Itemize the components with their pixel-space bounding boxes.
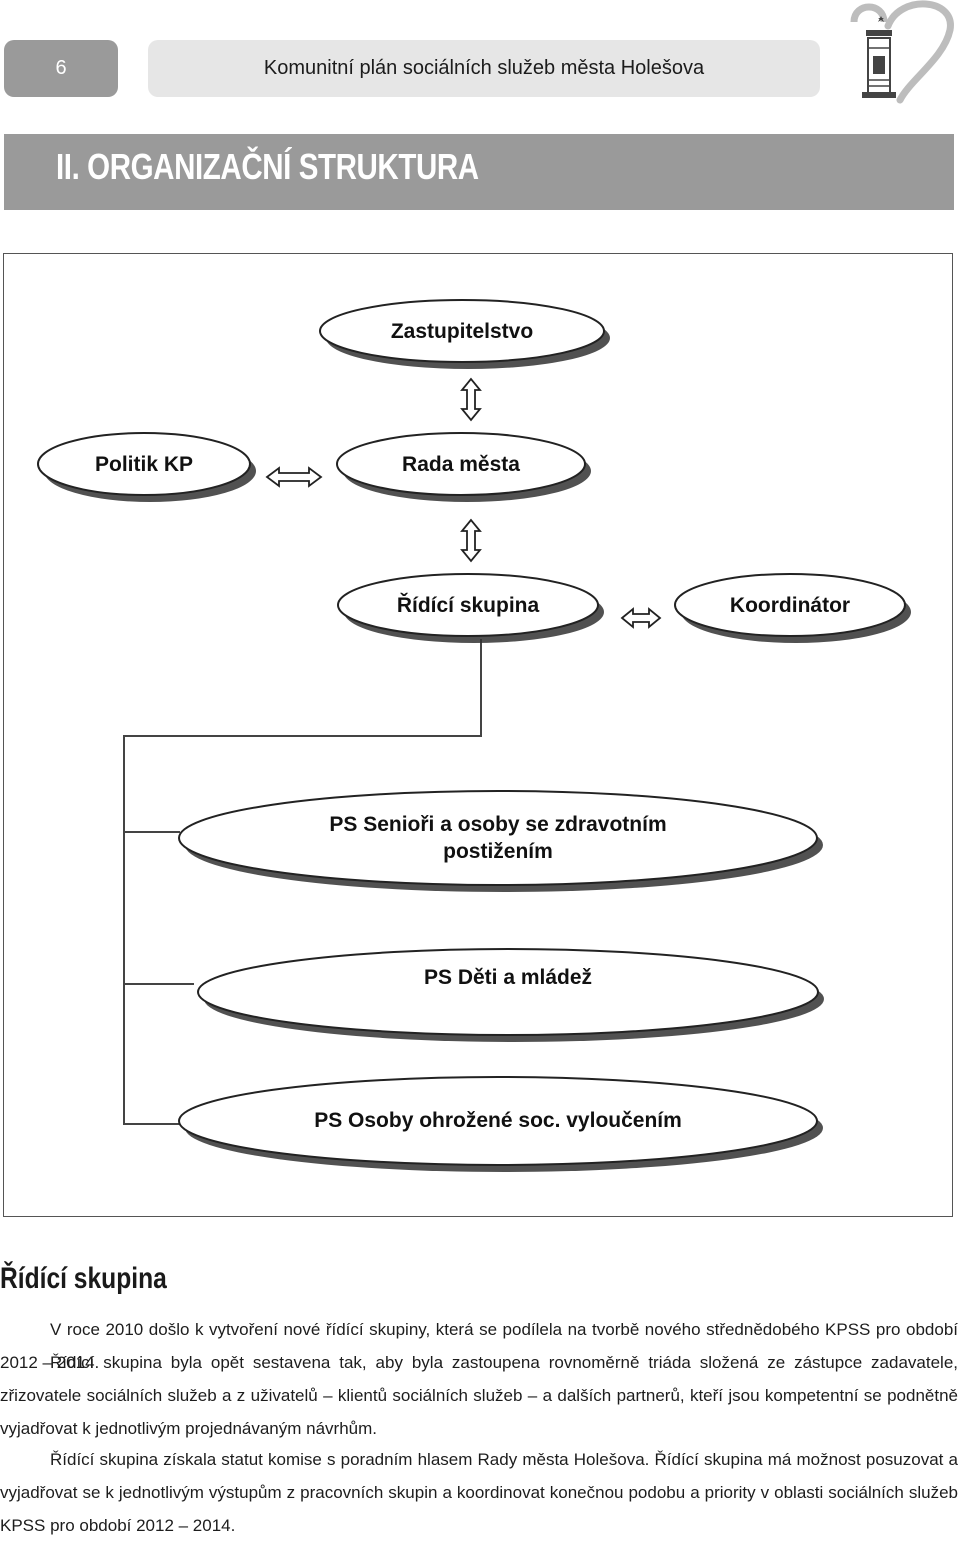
- rada-label: Rada města: [402, 452, 520, 476]
- ps-deti-node: [197, 948, 824, 1042]
- page-number: 6: [4, 40, 118, 97]
- chapter-banner: II. ORGANIZAČNÍ STRUKTURA: [4, 134, 954, 210]
- rada-node: [336, 432, 591, 502]
- org-chart-graphics: [37, 299, 911, 1172]
- koordinator-node: [674, 573, 911, 643]
- ps-osoby-label: PS Osoby ohrožené soc. vyloučením: [314, 1108, 682, 1132]
- politik-node: [37, 432, 256, 502]
- politik-label: Politik KP: [94, 452, 194, 476]
- zastupitelstvo-label: Zastupitelstvo: [390, 319, 534, 343]
- paragraph-2-text: Řídící skupina byla opět sestavena tak, …: [0, 1353, 958, 1438]
- connector-lines: [123, 639, 482, 1125]
- section-heading: Řídící skupina: [0, 1262, 167, 1295]
- holesov-logo-icon: [850, 0, 954, 104]
- paragraph-3: Řídící skupina získala statut komise s p…: [0, 1443, 958, 1542]
- ridici-node: [337, 573, 604, 643]
- koordinator-label: Koordinátor: [729, 593, 851, 617]
- document-title: Komunitní plán sociálních služeb města H…: [148, 40, 820, 97]
- ps-osoby-node: [178, 1076, 823, 1172]
- paragraph-3-text: Řídící skupina získala statut komise s p…: [0, 1450, 958, 1535]
- paragraph-2: Řídící skupina byla opět sestavena tak, …: [0, 1346, 958, 1445]
- double-arrow-icon: [620, 607, 662, 629]
- paragraph-1-text: V roce 2010 došlo k vytvoření nové řídíc…: [0, 1320, 958, 1372]
- double-arrow-icon: [460, 518, 482, 563]
- ridici-label: Řídící skupina: [396, 593, 540, 617]
- ps-seniori-label: PS Senioři a osoby se zdravotním postiže…: [329, 813, 667, 863]
- double-arrow-icon: [265, 466, 323, 488]
- paragraph-1: V roce 2010 došlo k vytvoření nové řídíc…: [0, 1313, 958, 1379]
- double-arrow-icon: [460, 377, 482, 422]
- ps-seniori-node: [178, 790, 823, 892]
- ps-deti-label: PS Děti a mládež: [423, 965, 593, 989]
- chapter-title: II. ORGANIZAČNÍ STRUKTURA: [56, 146, 479, 187]
- zastupitelstvo-node: [319, 299, 610, 369]
- org-chart: Zastupitelstvo Politik KP Rada města Říd…: [3, 253, 953, 1217]
